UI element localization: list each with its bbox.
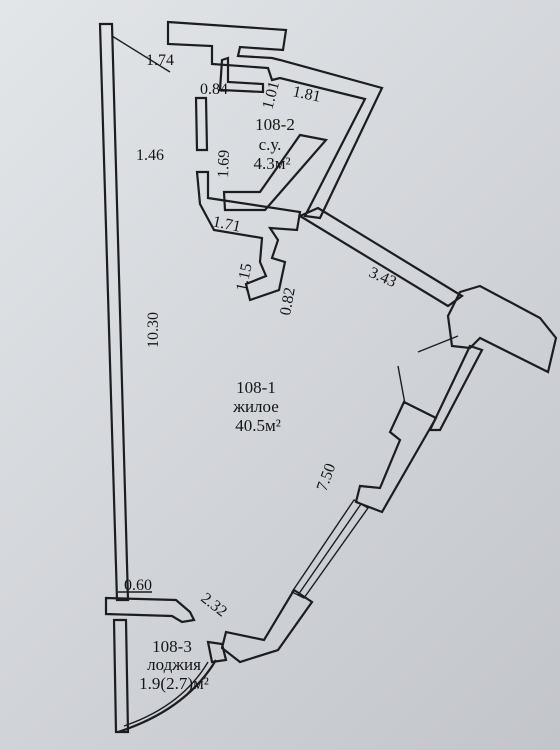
loggia-curved-edge — [117, 659, 217, 734]
lower-diagonal-wall — [428, 344, 484, 432]
loggia-curved-edge-inner — [123, 661, 209, 727]
bathroom-top-wall — [166, 20, 384, 220]
loggia-right-stub — [206, 640, 228, 664]
room-108-3-number: 108-3 — [152, 637, 192, 656]
dimension-1-01: 1.01 — [259, 80, 283, 111]
bathroom-inner-fixture — [222, 133, 329, 212]
room-108-2-area: 4.3м² — [253, 154, 290, 173]
dimension-0-84: 0.84 — [200, 81, 228, 98]
dimension-10-30: 10.30 — [145, 312, 162, 348]
room-108-1-name: жилое — [232, 397, 279, 416]
right-corner-column — [446, 284, 558, 374]
room-108-1-number: 108-1 — [236, 378, 276, 397]
dimension-0-82: 0.82 — [277, 286, 299, 317]
dimension-1-74: 1.74 — [146, 52, 174, 69]
loggia-partition — [104, 596, 196, 624]
dimension-0-60: 0.60 — [124, 577, 152, 594]
room-108-3-name: лоджия — [147, 655, 201, 674]
bathroom-inner-partition-left — [194, 96, 209, 152]
dimension-3-43: 3.43 — [366, 264, 398, 291]
upper-diagonal-wall — [297, 206, 464, 308]
dimension-1-71: 1.71 — [211, 213, 242, 235]
door-swing-upper — [417, 335, 459, 353]
room-108-2-name: с.у. — [259, 135, 282, 154]
dimension-1-46: 1.46 — [136, 147, 164, 164]
dimension-1-81: 1.81 — [291, 83, 322, 105]
loggia-left-wall — [112, 618, 130, 734]
dimension-2-32: 2.32 — [198, 590, 231, 621]
dimension-1-69: 1.69 — [215, 150, 233, 179]
window-glazing-inner — [297, 503, 362, 596]
dim-line-174 — [111, 35, 171, 73]
door-swing-lower — [397, 365, 406, 405]
bathroom-bottom-wall — [195, 170, 302, 302]
dimension-7-50: 7.50 — [314, 461, 340, 493]
room-108-2-number: 108-2 — [255, 115, 295, 134]
bathroom-inner-partition-top — [218, 56, 265, 94]
left-exterior-wall — [98, 22, 130, 602]
room-108-1-area: 40.5м² — [235, 416, 281, 435]
window-frame-upper — [354, 400, 438, 514]
room-108-3-area: 1.9(2.7)м² — [139, 674, 209, 693]
dimension-1-15: 1.15 — [233, 262, 255, 293]
window-frame-lower — [220, 588, 314, 664]
window-glazing — [290, 499, 370, 599]
